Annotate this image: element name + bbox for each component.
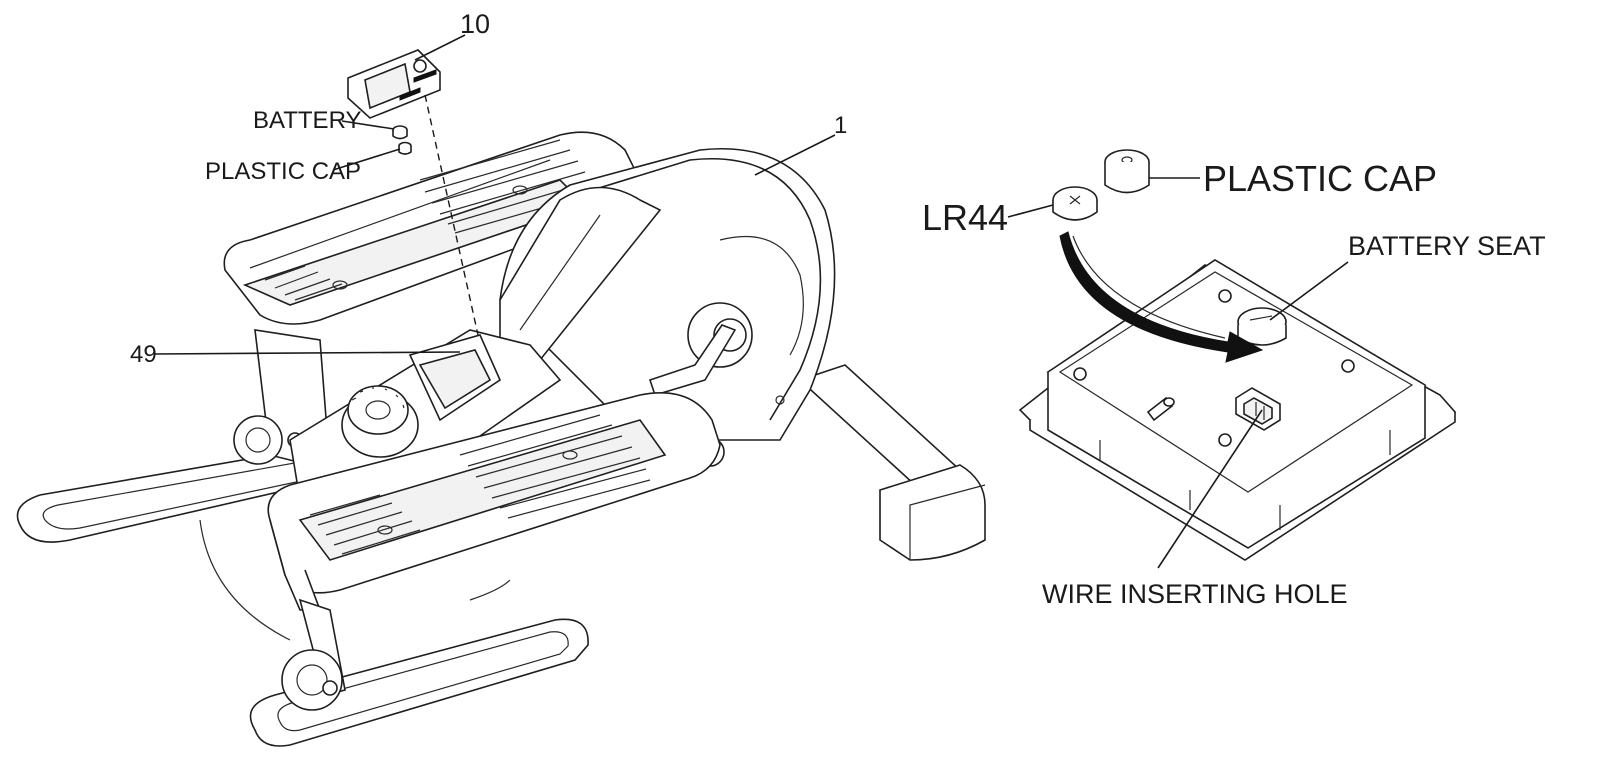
tension-knob (341, 385, 419, 458)
leader-battery-seat (1269, 261, 1349, 321)
rear-pedal (223, 131, 641, 325)
leader-battery (341, 120, 395, 130)
assembly-guide-line (424, 94, 479, 336)
part-number-10: 10 (460, 9, 490, 39)
leader-part-10 (414, 34, 466, 61)
label-plastic-cap-large: PLASTIC CAP (1203, 158, 1437, 199)
leader-lr44 (1007, 204, 1054, 218)
leader-part-49 (154, 351, 461, 355)
small-plastic-cap (398, 141, 412, 155)
install-arrow-icon (1059, 231, 1264, 363)
flywheel-disc-edge (199, 519, 511, 641)
battery-seat (1237, 307, 1287, 351)
screw-icons (1073, 289, 1355, 447)
label-lr44: LR44 (922, 197, 1008, 238)
front-pedal (267, 392, 721, 611)
leader-plastic-cap-small (332, 148, 401, 171)
capacitor-component (1146, 396, 1175, 422)
wire-connector (1235, 387, 1281, 431)
front-wheel-assembly (281, 598, 346, 711)
leader-wire-inserting-hole (1157, 409, 1263, 569)
part-number-49: 49 (130, 341, 157, 368)
part-number-1: 1 (834, 112, 847, 139)
lr44-battery (1052, 186, 1098, 221)
leader-part-1 (754, 134, 836, 176)
front-base-rail (249, 618, 589, 747)
large-plastic-cap (1104, 149, 1150, 194)
rear-pedal-grip (264, 139, 595, 301)
elliptical-machine (16, 34, 986, 747)
label-battery: BATTERY (253, 107, 361, 134)
small-battery (392, 125, 408, 140)
console-display (347, 49, 441, 119)
label-battery-seat: BATTERY SEAT (1348, 231, 1546, 261)
front-pedal-grip (309, 414, 651, 555)
console-back-detail (1007, 149, 1457, 569)
label-plastic-cap-small: PLASTIC CAP (205, 158, 361, 185)
stabilizer-leg (798, 364, 986, 561)
label-wire-inserting-hole: WIRE INSERTING HOLE (1042, 579, 1348, 609)
